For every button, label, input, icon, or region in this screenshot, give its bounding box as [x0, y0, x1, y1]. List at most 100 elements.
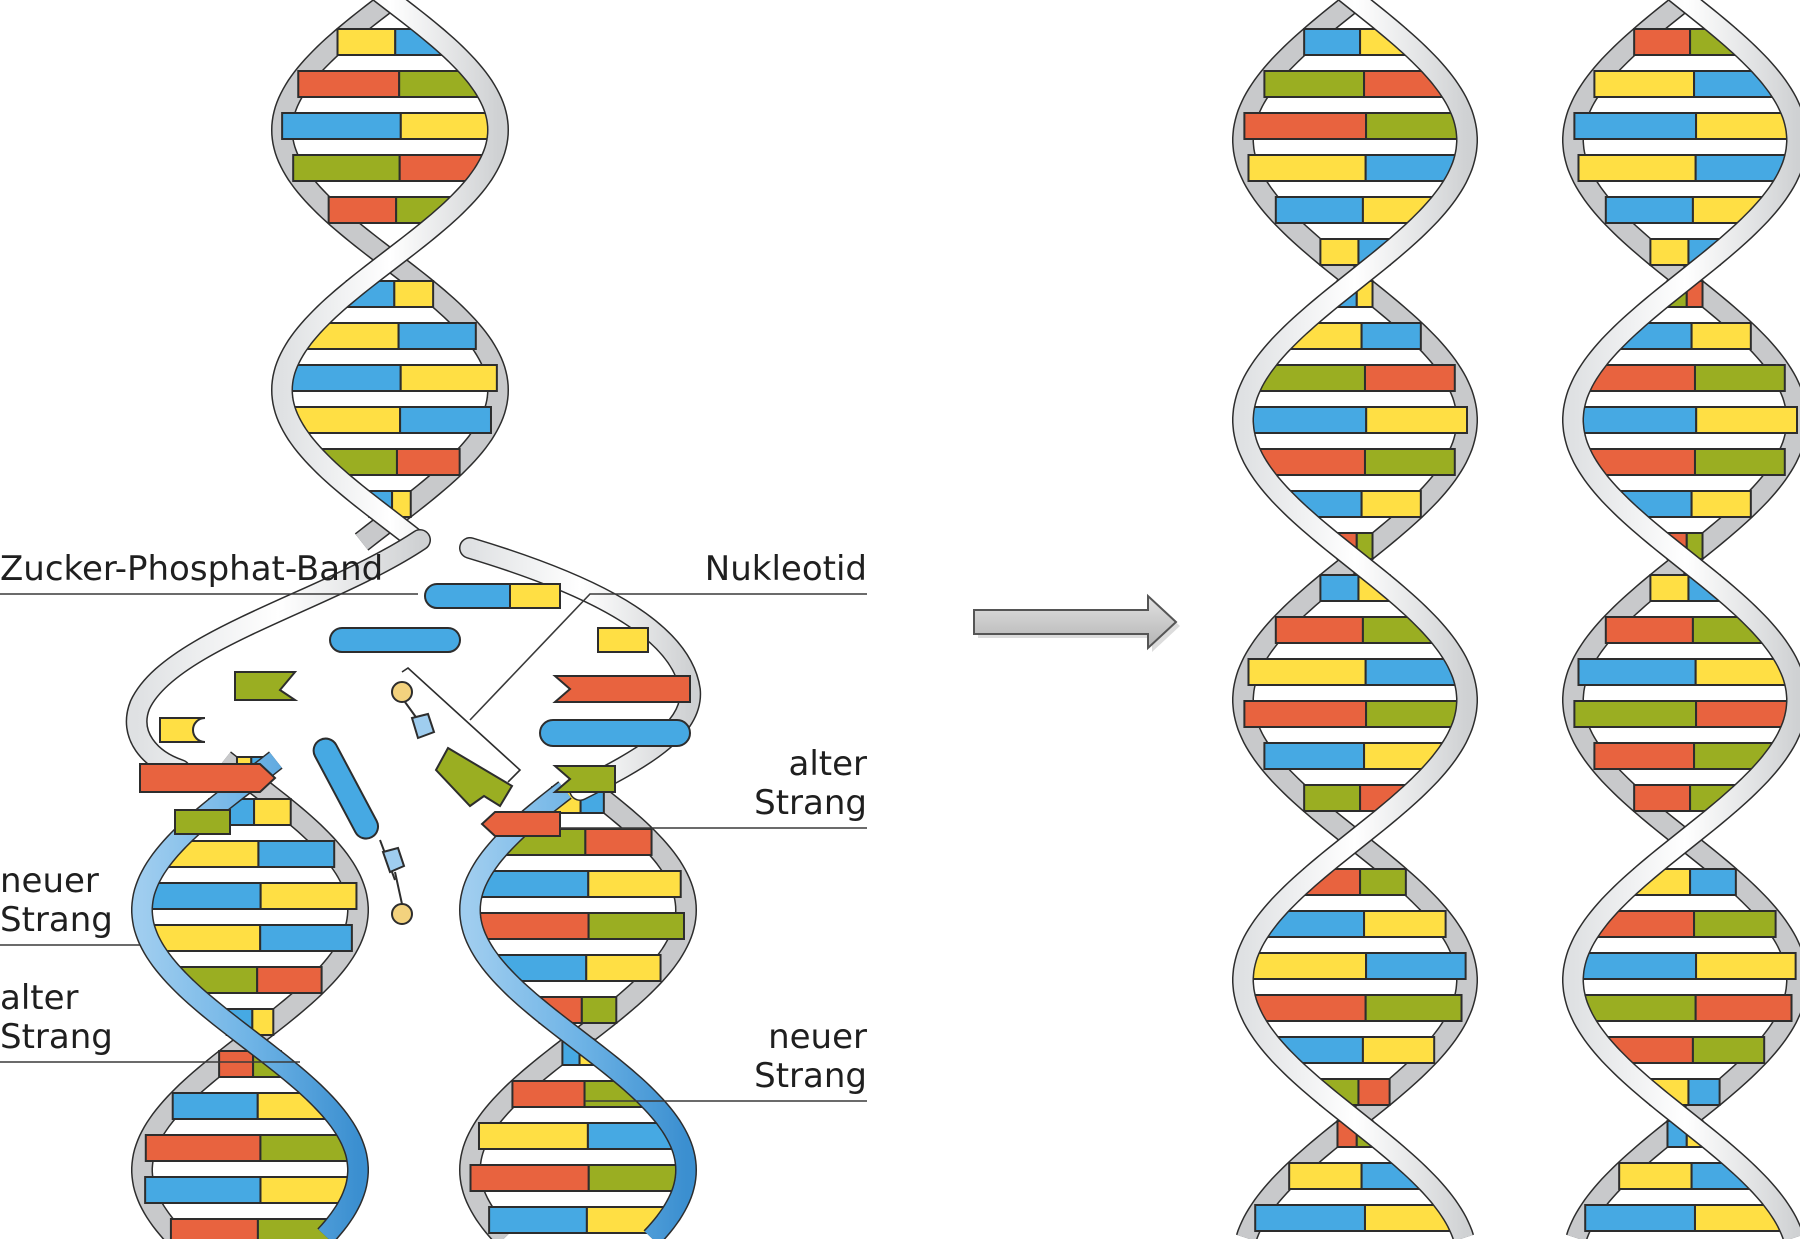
base-A	[297, 70, 401, 98]
new-strand	[132, 752, 368, 1239]
label-nucleotide: Nukleotid	[469, 549, 867, 721]
right-arrow-icon	[973, 593, 1180, 652]
label-new-strand-right-line1: neuer	[768, 1017, 867, 1057]
base-A	[144, 1134, 262, 1162]
label-new-strand-left-line1: neuer	[0, 861, 99, 901]
base-C	[1274, 196, 1364, 224]
old-strand	[1233, 0, 1477, 1239]
base-A	[471, 912, 590, 940]
label-old-strand-left: alter Strang	[0, 978, 300, 1063]
base-G	[399, 364, 498, 392]
fork-base	[552, 765, 616, 793]
daughter-helix-right-bottom	[458, 781, 698, 1239]
base-G	[585, 954, 662, 982]
label-backbone: Zucker-Phosphat-Band	[0, 549, 418, 595]
base-T	[1693, 364, 1786, 392]
base-T	[1693, 448, 1786, 476]
base-C	[1319, 574, 1360, 602]
label-new-strand-right-line2: Strang	[754, 1056, 867, 1096]
base-A	[1357, 1078, 1391, 1106]
base-G	[477, 1122, 589, 1150]
old-strand	[272, 0, 508, 550]
backbone-strand-back-fill	[132, 752, 368, 1239]
base-C	[1572, 406, 1698, 434]
base-C	[282, 364, 402, 392]
base-G	[1288, 1162, 1363, 1190]
daughter-helix-left-bottom	[131, 751, 369, 1239]
base-C	[488, 1206, 588, 1234]
fork-base	[480, 811, 561, 837]
base-A	[395, 448, 461, 476]
fork-base	[159, 717, 206, 743]
base-T	[1365, 700, 1467, 728]
fork-base	[509, 583, 561, 609]
base-G	[1690, 322, 1752, 350]
base-C	[1303, 28, 1362, 56]
base-T	[1364, 994, 1463, 1022]
base-G	[1360, 490, 1422, 518]
base-A	[469, 1164, 590, 1192]
base-A	[511, 1080, 586, 1108]
base-C	[399, 406, 492, 434]
base-T	[1363, 448, 1456, 476]
free-nucleotide	[312, 737, 380, 840]
base-C	[142, 882, 262, 910]
base-A	[1695, 700, 1797, 728]
base-G	[1695, 406, 1798, 434]
base-A	[1694, 994, 1793, 1022]
base-A	[1633, 28, 1692, 56]
base-A	[218, 1050, 255, 1078]
label-old-strand-left-line2: Strang	[0, 1017, 113, 1057]
base-C	[1254, 1204, 1366, 1232]
base-G	[587, 870, 682, 898]
base-T	[1359, 868, 1407, 896]
base-T	[292, 154, 401, 182]
base-A	[584, 828, 653, 856]
base-A	[1247, 994, 1367, 1022]
base-A	[1593, 742, 1696, 770]
base-G	[1319, 238, 1360, 266]
base-T	[1573, 700, 1698, 728]
base-C	[1687, 1078, 1721, 1106]
base-C	[1573, 952, 1698, 980]
label-old-strand-right-line2: Strang	[754, 783, 867, 823]
fork-base	[539, 719, 691, 747]
base-G	[1243, 952, 1368, 980]
base-A	[1604, 616, 1694, 644]
upper-parent-helix	[270, 0, 510, 551]
base-G	[259, 882, 358, 910]
base-A	[1363, 364, 1456, 392]
base-G	[1593, 70, 1696, 98]
base-G	[1695, 112, 1797, 140]
base-C	[1573, 112, 1698, 140]
base-A	[256, 966, 323, 994]
base-T	[1303, 784, 1362, 812]
base-C	[281, 112, 402, 140]
base-G	[1365, 406, 1468, 434]
base-T	[1263, 70, 1366, 98]
base-T	[587, 1164, 687, 1192]
base-T	[1577, 994, 1697, 1022]
base-T	[1691, 1036, 1766, 1064]
base-T	[1693, 910, 1777, 938]
base-G	[1690, 490, 1752, 518]
base-A	[1633, 784, 1692, 812]
free-nucleotide	[391, 666, 522, 808]
base-C	[259, 924, 353, 952]
result-helix-1	[1232, 0, 1478, 1239]
base-G	[393, 280, 435, 308]
result-helix-2	[1562, 0, 1800, 1239]
fork-base	[329, 627, 461, 653]
base-G	[1649, 238, 1690, 266]
label-new-strand-left-line2: Strang	[0, 900, 113, 940]
base-G	[1247, 658, 1367, 686]
base-G	[147, 924, 262, 952]
base-G	[251, 1008, 275, 1036]
base-C	[1689, 868, 1737, 896]
base-C	[1360, 322, 1422, 350]
backbone-strand-back-fill	[1233, 0, 1477, 1239]
base-G	[288, 406, 402, 434]
fork-base	[597, 627, 649, 653]
base-G	[1618, 1162, 1693, 1190]
